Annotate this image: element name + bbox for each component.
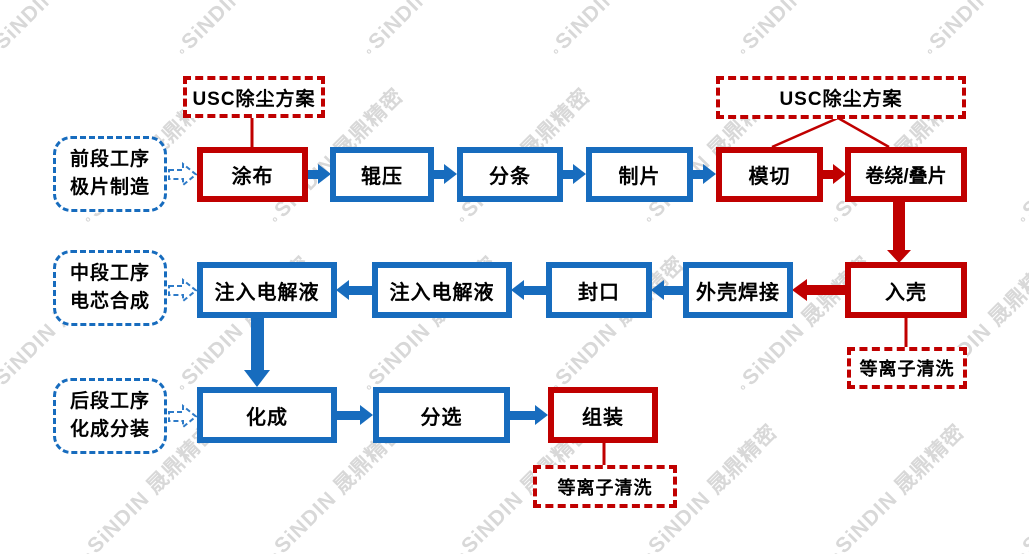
process-label: 辊压: [361, 166, 403, 188]
process-label: 分选: [420, 406, 463, 429]
callout-text: USC除尘方案: [779, 89, 903, 110]
process-label: 注入电解液: [214, 281, 320, 304]
stage-label-back: 后段工序 化成分装: [53, 378, 167, 454]
stage-label-front: 前段工序 极片制造: [53, 136, 167, 212]
process-label: 入壳: [885, 281, 927, 304]
process-label: 组装: [582, 406, 624, 429]
callout-usc-right: USC除尘方案: [716, 76, 966, 119]
process-label: 封口: [578, 281, 620, 304]
process-box-electrolyte-injection-2: 注入电解液: [372, 262, 512, 318]
stage-label-line: 中段工序: [69, 263, 150, 285]
callout-text: 等离子清洗: [557, 477, 653, 498]
process-label: 涂布: [231, 166, 274, 188]
stage-label-line: 前段工序: [69, 149, 150, 171]
dashed-arrow-icon: [168, 278, 198, 303]
stage-label-middle: 中段工序 电芯合成: [53, 250, 167, 326]
dashed-arrow-icon: [168, 162, 198, 187]
callout-text: 等离子清洗: [859, 359, 955, 379]
process-box-casing: 入壳: [845, 262, 967, 318]
stage-label-line: 电芯合成: [69, 291, 150, 312]
process-box-assembly: 组装: [548, 387, 658, 443]
process-box-winding-stacking: 卷绕/叠片: [845, 147, 967, 202]
process-box-roll-press: 辊压: [330, 147, 434, 202]
process-box-shell-welding: 外壳焊接: [683, 262, 793, 318]
callout-plasma-right: 等离子清洗: [847, 347, 967, 389]
callout-usc-left: USC除尘方案: [183, 76, 325, 118]
process-label: 注入电解液: [389, 281, 495, 304]
process-box-coating: 涂布: [197, 147, 308, 202]
process-label: 分条: [489, 166, 531, 188]
process-label: 卷绕/叠片: [865, 166, 947, 187]
process-label: 化成: [246, 406, 288, 429]
process-label: 模切: [748, 166, 791, 188]
callout-plasma-bottom: 等离子清洗: [533, 465, 677, 508]
stage-label-line: 化成分装: [69, 419, 150, 440]
process-label: 制片: [618, 166, 661, 188]
process-box-die-cutting: 模切: [716, 147, 823, 202]
dashed-arrow-icon: [168, 404, 198, 429]
process-box-sealing: 封口: [546, 262, 652, 318]
callout-text: USC除尘方案: [192, 88, 316, 110]
stage-label-line: 后段工序: [69, 391, 150, 413]
process-box-formation: 化成: [197, 387, 337, 443]
process-label: 外壳焊接: [696, 281, 780, 304]
process-box-electrolyte-injection-1: 注入电解液: [197, 262, 337, 318]
process-box-slitting: 分条: [457, 147, 563, 202]
process-box-sheet-making: 制片: [586, 147, 693, 202]
stage-label-line: 极片制造: [69, 177, 150, 198]
process-box-sorting: 分选: [373, 387, 510, 443]
